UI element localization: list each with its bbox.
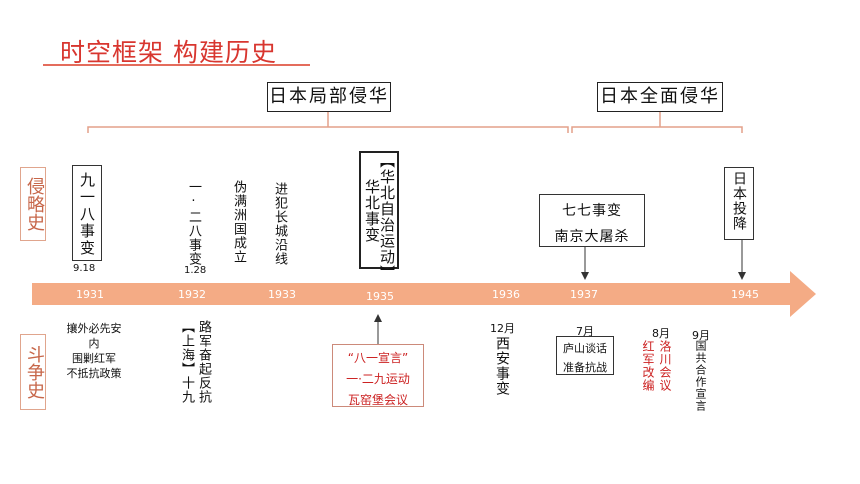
- event-great-wall: 进犯长城沿线: [272, 182, 287, 266]
- policy-line: 攘外必先安: [66, 322, 122, 335]
- event-lushan-talk: 庐山谈话: [563, 342, 607, 355]
- event-policy: 攘外必先安 内 围剿红军 不抵抗政策: [56, 321, 132, 381]
- arrow-head-1937: [581, 272, 589, 280]
- event-918-date: 9.18: [73, 263, 96, 274]
- event-manchukuo: 伪满洲国成立: [231, 180, 246, 264]
- title-underline: [43, 64, 310, 66]
- event-128-date: 1.28: [184, 265, 207, 276]
- year-label: 1933: [268, 288, 296, 301]
- side-label-struggle: 斗争史: [20, 334, 46, 410]
- year-label: 1945: [731, 288, 759, 301]
- event-box-1937: 七七事变 南京大屠杀: [539, 194, 645, 247]
- event-box-surrender: 日本投降: [724, 167, 754, 240]
- period-local-aggression: 日本局部侵华: [267, 82, 391, 112]
- event-luochuan-month: 8月: [652, 327, 670, 340]
- page-title: 时空框架 构建历史: [60, 38, 277, 67]
- event-sep-month: 9月: [692, 329, 710, 342]
- event-shanghai-1: 【上海】十九: [179, 320, 194, 404]
- event-nanjing: 南京大屠杀: [554, 229, 630, 245]
- event-aug1-declaration: “八一宣言”: [347, 351, 409, 365]
- year-label: 1936: [492, 288, 520, 301]
- policy-line: 围剿红军: [72, 352, 116, 365]
- event-huabei-autonomy: 【华北自治运动】: [378, 153, 396, 281]
- event-xian-month: 12月: [490, 322, 515, 335]
- event-dec9-movement: 一·二九运动: [346, 372, 410, 386]
- event-lushan-month: 7月: [576, 325, 594, 338]
- event-kmt-cpc-cooperation: 国共合作宣言: [694, 340, 707, 412]
- year-label: 1932: [178, 288, 206, 301]
- arrow-head-1945: [738, 272, 746, 280]
- event-box-918: 九一八事变: [72, 165, 102, 261]
- event-luochuan: 洛川会议: [658, 340, 672, 392]
- event-wayaobao: 瓦窑堡会议: [347, 393, 408, 407]
- event-prepare-war: 准备抗战: [563, 361, 607, 374]
- year-label: 1935: [366, 290, 394, 303]
- arrow-head-1935: [374, 314, 382, 322]
- policy-line: 内: [88, 337, 100, 350]
- brace-local-period: [87, 110, 569, 133]
- side-label-aggression: 侵略史: [20, 167, 46, 241]
- brace-full-period: [571, 110, 743, 133]
- event-shanghai-2: 路军奋起反抗: [196, 320, 211, 404]
- event-xian: 西安事变: [494, 336, 510, 396]
- year-label: 1931: [76, 288, 104, 301]
- period-full-aggression: 日本全面侵华: [597, 82, 723, 112]
- event-red-army-reorg: 红军改编: [641, 340, 655, 392]
- event-77: 七七事变: [562, 203, 622, 219]
- event-box-huabei: 【华北自治运动】 华北事变: [359, 151, 399, 281]
- policy-line: 不抵抗政策: [66, 367, 122, 380]
- event-huabei-incident: 华北事变: [363, 179, 381, 243]
- event-surrender: 日本投降: [731, 171, 747, 231]
- timeline-arrow: [32, 271, 816, 317]
- event-128: 一·二八事变: [186, 180, 201, 266]
- year-label: 1937: [570, 288, 598, 301]
- event-918: 九一八事变: [78, 172, 96, 257]
- event-box-lushan: 庐山谈话 准备抗战: [556, 336, 614, 375]
- event-box-1935-struggle: “八一宣言” 一·二九运动 瓦窑堡会议: [332, 344, 424, 407]
